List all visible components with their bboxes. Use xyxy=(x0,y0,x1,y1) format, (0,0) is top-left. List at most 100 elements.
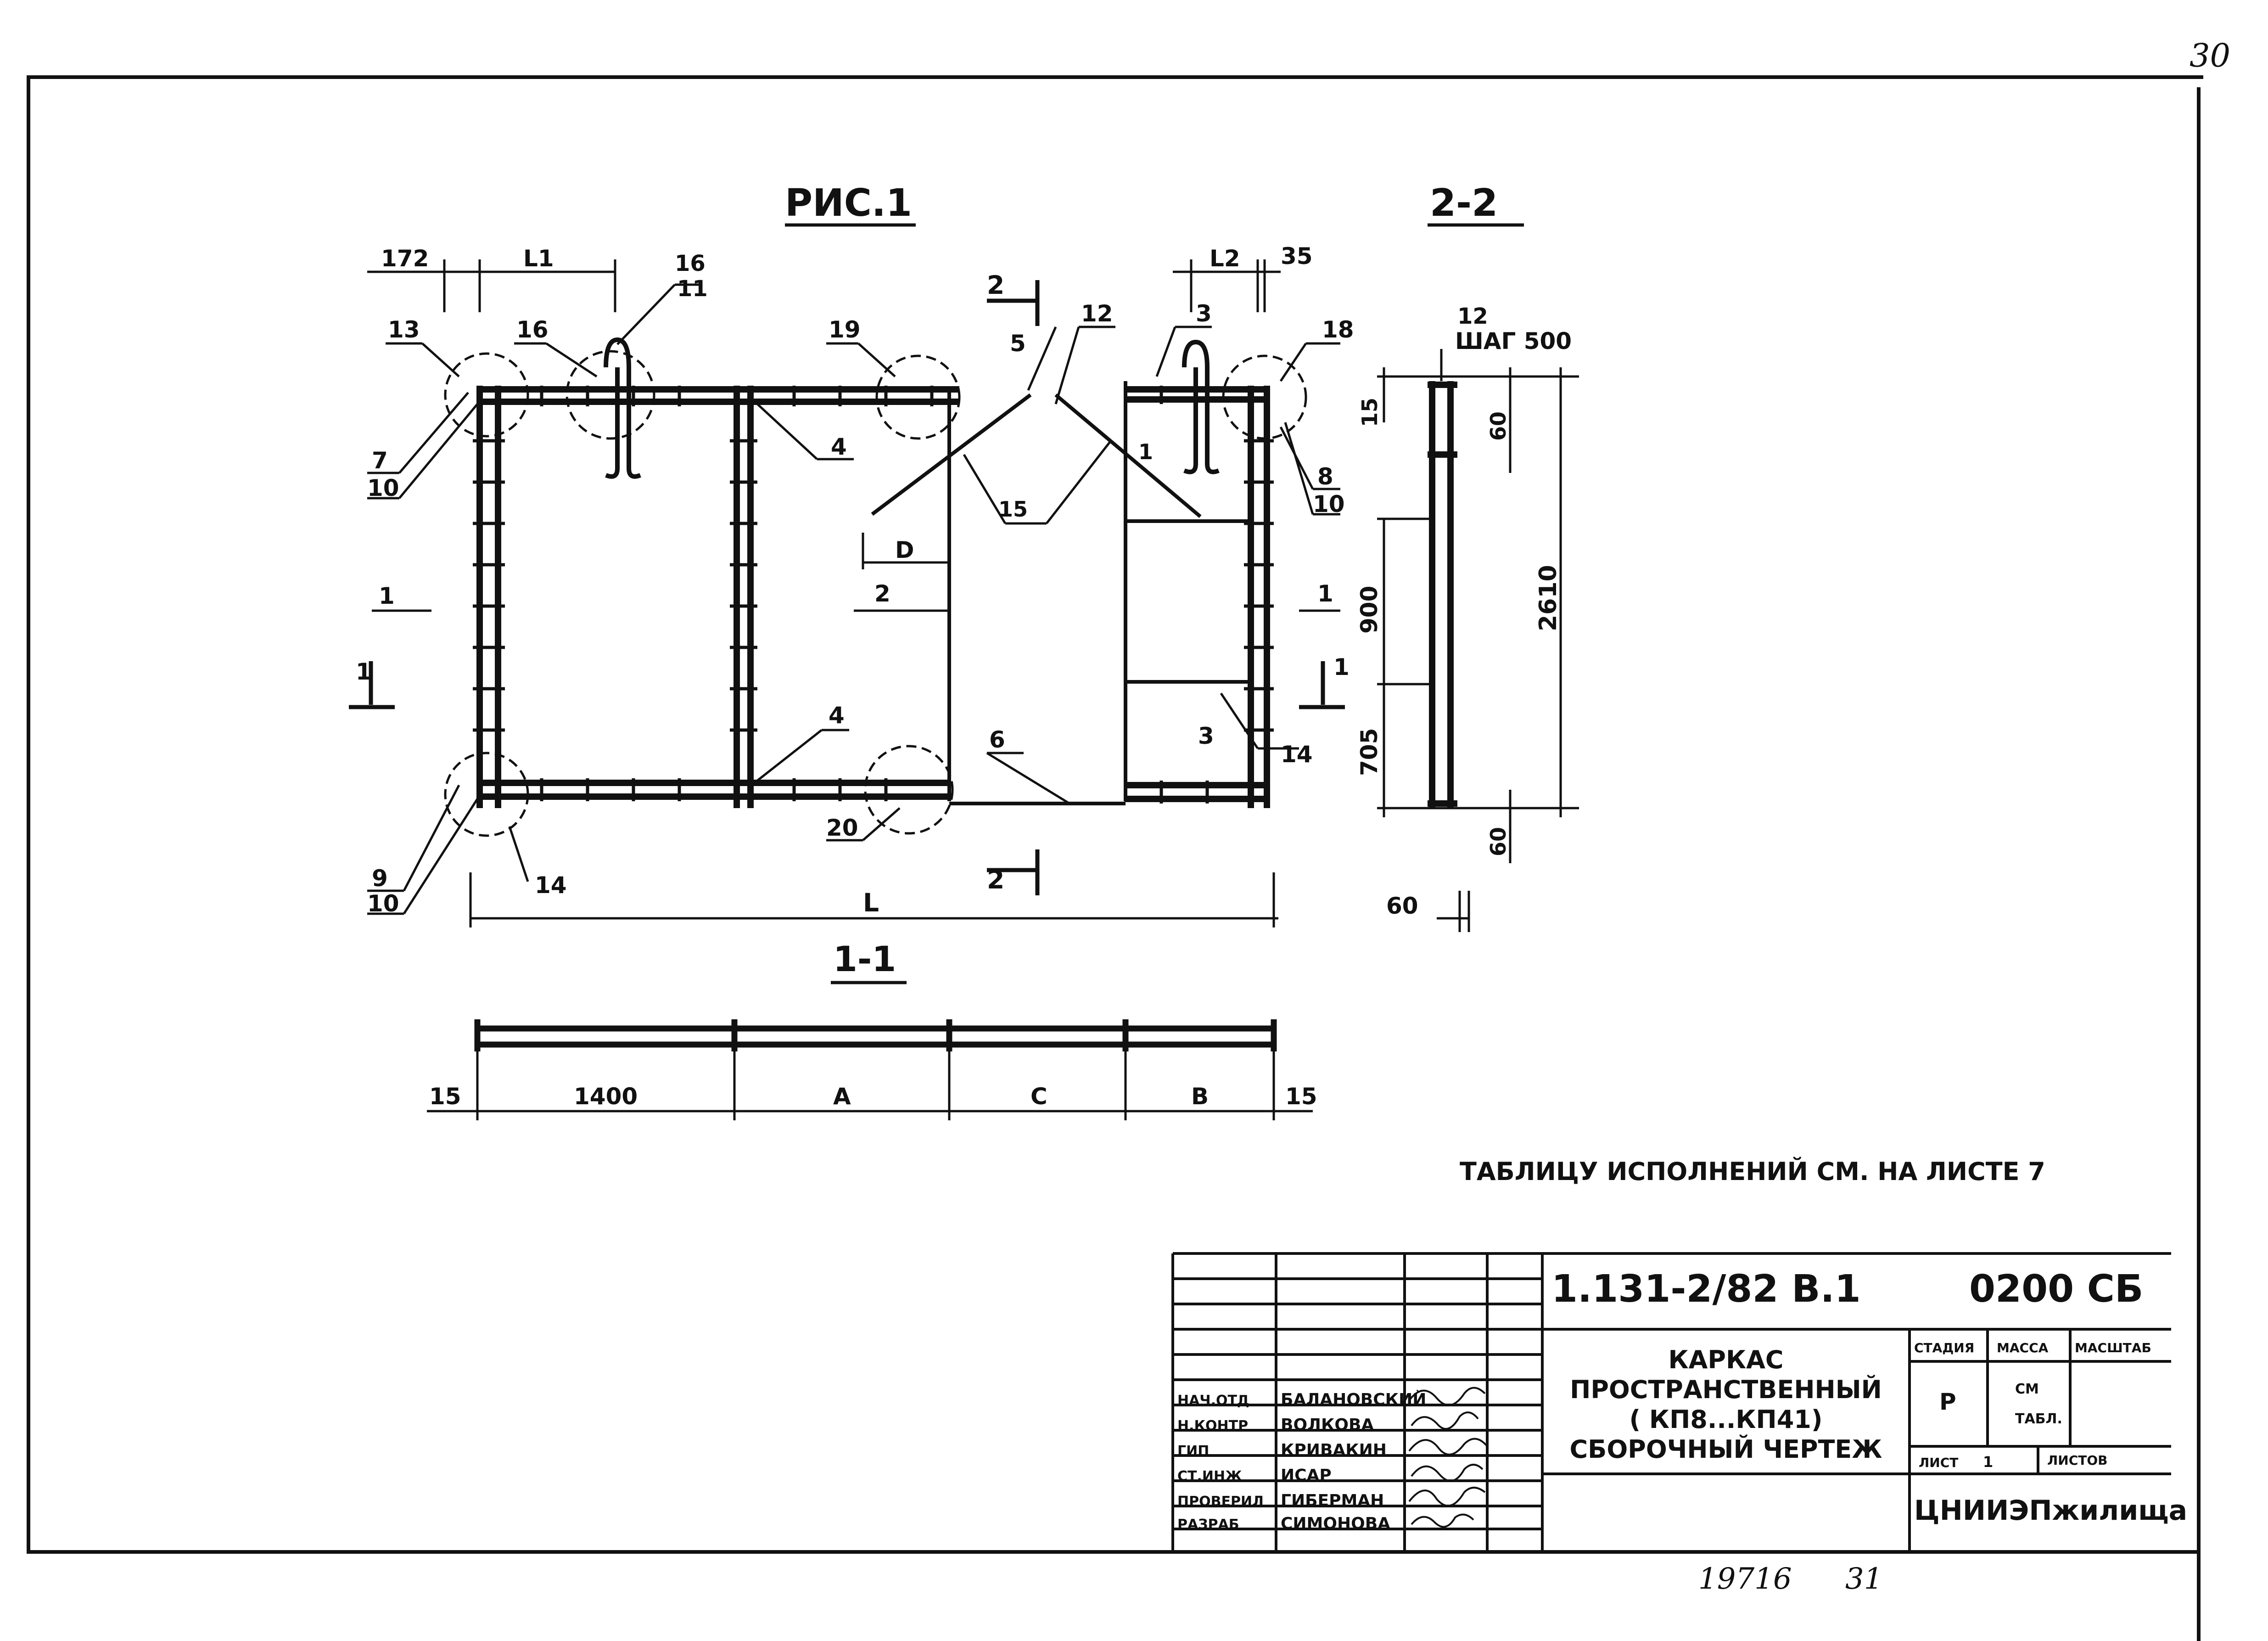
dim-35: 35 xyxy=(1281,243,1313,270)
pos-8: 8 xyxy=(1317,463,1333,490)
dim-D: D xyxy=(895,537,914,563)
pos-20: 20 xyxy=(826,815,858,841)
sign-role-6: РАЗРАБ xyxy=(1177,1517,1239,1533)
title-name-line-3: ( КП8...КП41) xyxy=(1629,1405,1822,1434)
detail-circles xyxy=(444,350,1307,837)
bottom-note-left: 19716 xyxy=(1698,1562,1792,1596)
pos-1-left: 1 xyxy=(379,583,395,609)
document-code: 1.131-2/82 В.1 xyxy=(1551,1267,1861,1311)
lifting-hook-right xyxy=(1182,339,1220,474)
dim-15-right: 15 xyxy=(1285,1083,1317,1110)
pos-9: 9 xyxy=(372,865,388,892)
pos-16-top: 16 xyxy=(675,251,706,276)
sec22-dim-60-top: 60 xyxy=(1486,411,1511,441)
dim-D-lines xyxy=(862,533,950,569)
dim-15-left: 15 xyxy=(429,1083,461,1110)
sheet-value: 1 xyxy=(1983,1453,1993,1471)
dim-C: C xyxy=(1030,1083,1047,1110)
section-11-dimensions xyxy=(427,1051,1313,1120)
sec22-dim-15: 15 xyxy=(1357,398,1382,427)
section-22-title: 2-2 xyxy=(1430,181,1498,225)
sec22-pos-12: 12 xyxy=(1457,303,1488,329)
pos-14-right: 14 xyxy=(1281,741,1313,768)
pos-11-top: 11 xyxy=(677,276,708,302)
stage-value: Р xyxy=(1939,1388,1956,1415)
dim-172: 172 xyxy=(381,245,429,272)
pos-13: 13 xyxy=(388,316,420,343)
section-2-top-label: 2 xyxy=(987,270,1004,300)
sign-name-1: БАЛАНОВСКИЙ xyxy=(1281,1390,1426,1409)
sign-name-5: ГИБЕРМАН xyxy=(1281,1491,1384,1510)
pos-14-bottom: 14 xyxy=(535,872,567,899)
page-number: 30 xyxy=(2190,37,2230,74)
section-1-left-label: 1 xyxy=(356,658,372,685)
sign-name-3: КРИВАКИН xyxy=(1281,1441,1387,1460)
title-name-line-1: КАРКАС xyxy=(1668,1345,1783,1374)
sheet-code: 0200 СБ xyxy=(1969,1267,2143,1311)
mass-value-1: СМ xyxy=(2015,1381,2039,1397)
organization: ЦНИИЭПжилища xyxy=(1914,1495,2187,1527)
secondary-members xyxy=(871,381,1251,805)
dim-L2: L2 xyxy=(1210,245,1240,272)
pos-4-b: 4 xyxy=(829,702,845,729)
dim-L-lines xyxy=(469,872,1278,927)
sign-role-5: ПРОВЕРИЛ xyxy=(1177,1494,1264,1510)
sec22-step: ШАГ 500 xyxy=(1455,328,1572,354)
pos-2: 2 xyxy=(874,580,890,607)
main-view-title: РИС.1 xyxy=(785,181,912,225)
sign-role-4: СТ.ИНЖ xyxy=(1177,1468,1242,1484)
title-block-grid xyxy=(1171,1252,2171,1552)
pos-7: 7 xyxy=(372,447,388,474)
section-1-right-label: 1 xyxy=(1333,654,1350,680)
sign-name-6: СИМОНОВА xyxy=(1281,1514,1390,1533)
section-1-markers xyxy=(349,661,1345,709)
sec22-dim-900: 900 xyxy=(1356,586,1383,634)
sign-role-3: ГИП xyxy=(1177,1443,1209,1459)
mass-header: МАССА xyxy=(1997,1340,2049,1355)
pos-10-b: 10 xyxy=(1313,491,1345,517)
dim-L1: L1 xyxy=(523,245,554,272)
sec22-dim-705: 705 xyxy=(1356,728,1383,776)
sheets-label: ЛИСТОВ xyxy=(2047,1453,2107,1468)
sec22-dim-60-width: 60 xyxy=(1386,893,1418,919)
rebar-ticks xyxy=(473,386,1274,804)
pos-19: 19 xyxy=(829,316,861,343)
stage-header: СТАДИЯ xyxy=(1914,1340,1974,1355)
table-note: ТАБЛИЦУ ИСПОЛНЕНИЙ СМ. НА ЛИСТЕ 7 xyxy=(1460,1157,2045,1186)
dim-L: L xyxy=(863,888,879,917)
sign-name-2: ВОЛКОВА xyxy=(1281,1416,1374,1434)
dim-A: A xyxy=(833,1083,851,1110)
section-11-profile xyxy=(474,1019,1277,1051)
pos-1-mid: 1 xyxy=(1138,439,1153,464)
pos-12: 12 xyxy=(1081,300,1113,327)
pos-3-top: 3 xyxy=(1196,300,1212,327)
bottom-note-right: 31 xyxy=(1845,1562,1882,1596)
pos-18: 18 xyxy=(1322,316,1354,343)
section-22-profile xyxy=(1428,381,1457,808)
section-11-title: 1-1 xyxy=(833,939,896,979)
sheet-frame xyxy=(27,75,2203,1641)
handwritten-signatures xyxy=(1408,1387,1488,1528)
scale-header: МАСШТАБ xyxy=(2075,1340,2151,1355)
title-name-line-4: СБОРОЧНЫЙ ЧЕРТЕЖ xyxy=(1570,1435,1882,1464)
pos-10-c: 10 xyxy=(367,890,399,917)
title-name-line-2: ПРОСТРАНСТВЕННЫЙ xyxy=(1570,1375,1882,1404)
position-leaders xyxy=(367,283,1340,915)
sheet-label: ЛИСТ xyxy=(1919,1455,1958,1470)
pos-5: 5 xyxy=(1010,330,1026,357)
section-2-bottom-label: 2 xyxy=(987,865,1004,894)
section-22-dimensions xyxy=(1377,349,1579,932)
dim-1400: 1400 xyxy=(574,1083,638,1110)
pos-3-bottom: 3 xyxy=(1198,723,1214,749)
pos-4-a: 4 xyxy=(831,433,847,460)
pos-15: 15 xyxy=(998,497,1028,522)
sign-role-1: НАЧ.ОТД xyxy=(1177,1393,1249,1409)
section-2-markers xyxy=(987,280,1040,895)
sign-role-2: Н.КОНТР xyxy=(1177,1418,1248,1434)
top-dimensions xyxy=(367,259,1281,312)
sign-name-4: ИСАР xyxy=(1281,1466,1332,1485)
sec22-dim-2610: 2610 xyxy=(1534,565,1562,631)
dim-B: B xyxy=(1191,1083,1209,1110)
